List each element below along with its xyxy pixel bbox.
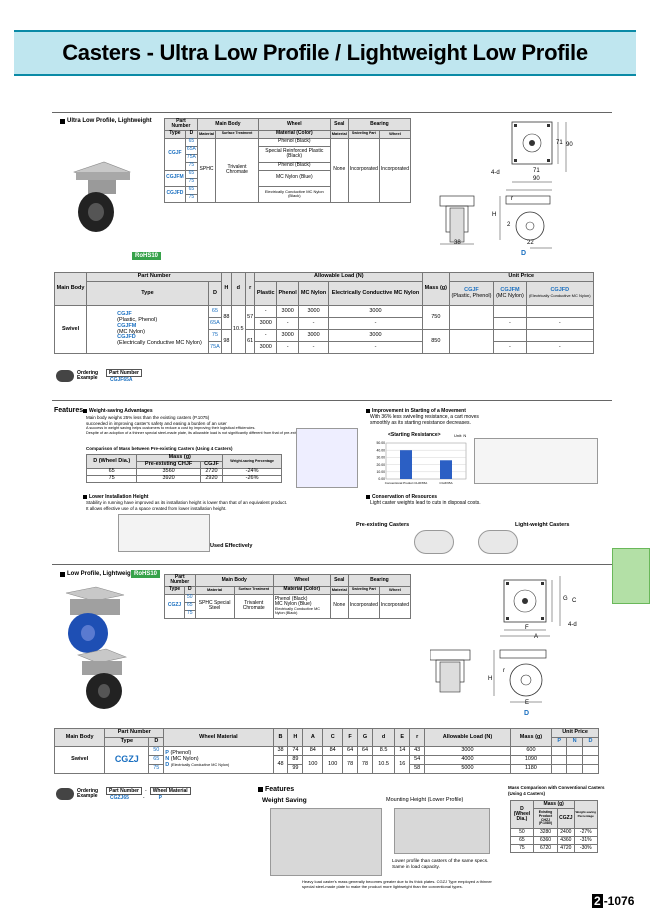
dim-A: A [534,634,539,640]
weight-saving-title: Weight Saving [262,797,307,804]
conserve-notes: Light caster weights lead to cuts in dis… [370,500,481,506]
rohs-badge-2: RoHS10 [131,570,161,578]
dim-71b: 71 [556,140,563,146]
section1-label: Ultra Low Profile, Lightweight [60,118,152,124]
page-title: Casters - Ultra Low Profile / Lightweigh… [62,40,588,65]
conserve-heading: Conservation of Resources [366,494,437,500]
dim-G: G [563,596,568,602]
caster-photo-1 [66,158,134,238]
features-title-2: Features [258,786,294,793]
used-effectively-label: Used Effectively [210,543,253,549]
chart-y-tick-label: 40.00 [377,448,386,452]
mounting-notes: Lower profile than casters of the same s… [392,859,489,870]
pre-existing-label: Pre-existing Casters [356,522,410,528]
side-index-tab [612,548,650,604]
phone-icon [56,788,74,800]
mounting-height-photo [394,808,490,854]
mass-compare-table-2: D (Wheel Dia.)Mass (g)Weight-saving Perc… [510,800,599,853]
page-number: 2-1076 [592,894,635,908]
dim-r-1: r [511,196,513,202]
section-rule [52,400,612,401]
weight-notes: Main body weighs 25% less than the exist… [86,415,318,435]
improve-notes: With 36% less swiveling resistance, a ca… [370,414,479,427]
dim-71a: 71 [533,168,540,174]
dim-F: F [525,625,529,631]
cart-illustration [474,438,598,484]
lower-notes: Stability in running have improved as it… [86,500,288,511]
dim-90a: 90 [533,176,540,182]
title-banner: Casters - Ultra Low Profile / Lightweigh… [14,30,636,76]
rohs-badge: RoHS10 [132,252,162,260]
dim-90b: 90 [566,142,573,148]
dim-H-1: H [492,212,497,218]
dim-2: 2 [507,222,511,228]
mounting-height-title: Mounting Height (Lower Profile) [386,797,464,803]
dim-4d-2: 4-d [568,622,577,628]
chart-y-tick-label: 0.00 [378,477,385,481]
dim-E: E [525,700,530,706]
chart-y-tick-label: 20.00 [377,463,386,467]
dim-D-1: D [521,250,527,257]
phone-icon [56,370,74,382]
dim-H-2: H [488,676,493,682]
scale-pre-existing [414,530,454,554]
chart-y-tick-label: 30.00 [377,456,386,460]
person-pushing-cart-illustration [296,428,358,488]
weight-saving-photo [270,808,382,876]
dimension-drawing-2 [430,576,561,703]
chart-unit: Unit: N [454,433,467,438]
section2-label: Low Profile, Lightweight [60,571,136,577]
chart-bar [400,450,412,479]
starting-resistance-chart: 50.00 40.00 30.00 20.00 10.00 0.00Conventiona… [377,441,467,485]
dim-22: 22 [527,240,534,246]
chart-y-tick-label: 50.00 [377,441,386,445]
section-rule [52,112,612,113]
features-title-1: Features [54,407,84,414]
caster-photos-2 [60,585,130,713]
section-rule [52,564,612,565]
dim-D-2: D [524,710,530,717]
chart-x-tick-label: Conventional Product CHJF65A [385,481,428,485]
chart-title: <Starting Resistance> [388,432,441,438]
chart-y-tick-label: 10.00 [377,470,386,474]
scale-lightweight [478,530,518,554]
compare-title-1: Comparison of Mass between Pre-existing … [86,446,233,451]
lightweight-label: Light-weight Casters [515,522,570,528]
dim-C: C [572,598,577,604]
chart-x-tick-label: CGJF65A [439,481,452,485]
weight-saving-heading: Weight-saving Advantages [83,408,153,414]
improve-heading: Improvement in Starting of a Movement [366,408,466,414]
installation-height-illustration [118,514,210,552]
dim-4d: 4-d [491,170,500,176]
dimension-drawing-1 [439,121,567,249]
mass-compare-table-1: D (Wheel Dia.)Mass (g)Weight-saving Perc… [85,454,282,483]
dim-38: 38 [454,240,461,246]
chart-bar [440,460,452,479]
compare-title-2: Mass Comparison with Conventional Caster… [508,785,605,796]
chart-plot-area [385,442,467,480]
ordering-example-2: Ordering Example Part Number-Wheel Mater… [56,787,191,801]
lower-height-heading: Lower Installation Height [83,494,148,500]
dim-r-2: r [503,668,505,674]
caption: Heavy load caster's mass generally becom… [302,879,492,889]
